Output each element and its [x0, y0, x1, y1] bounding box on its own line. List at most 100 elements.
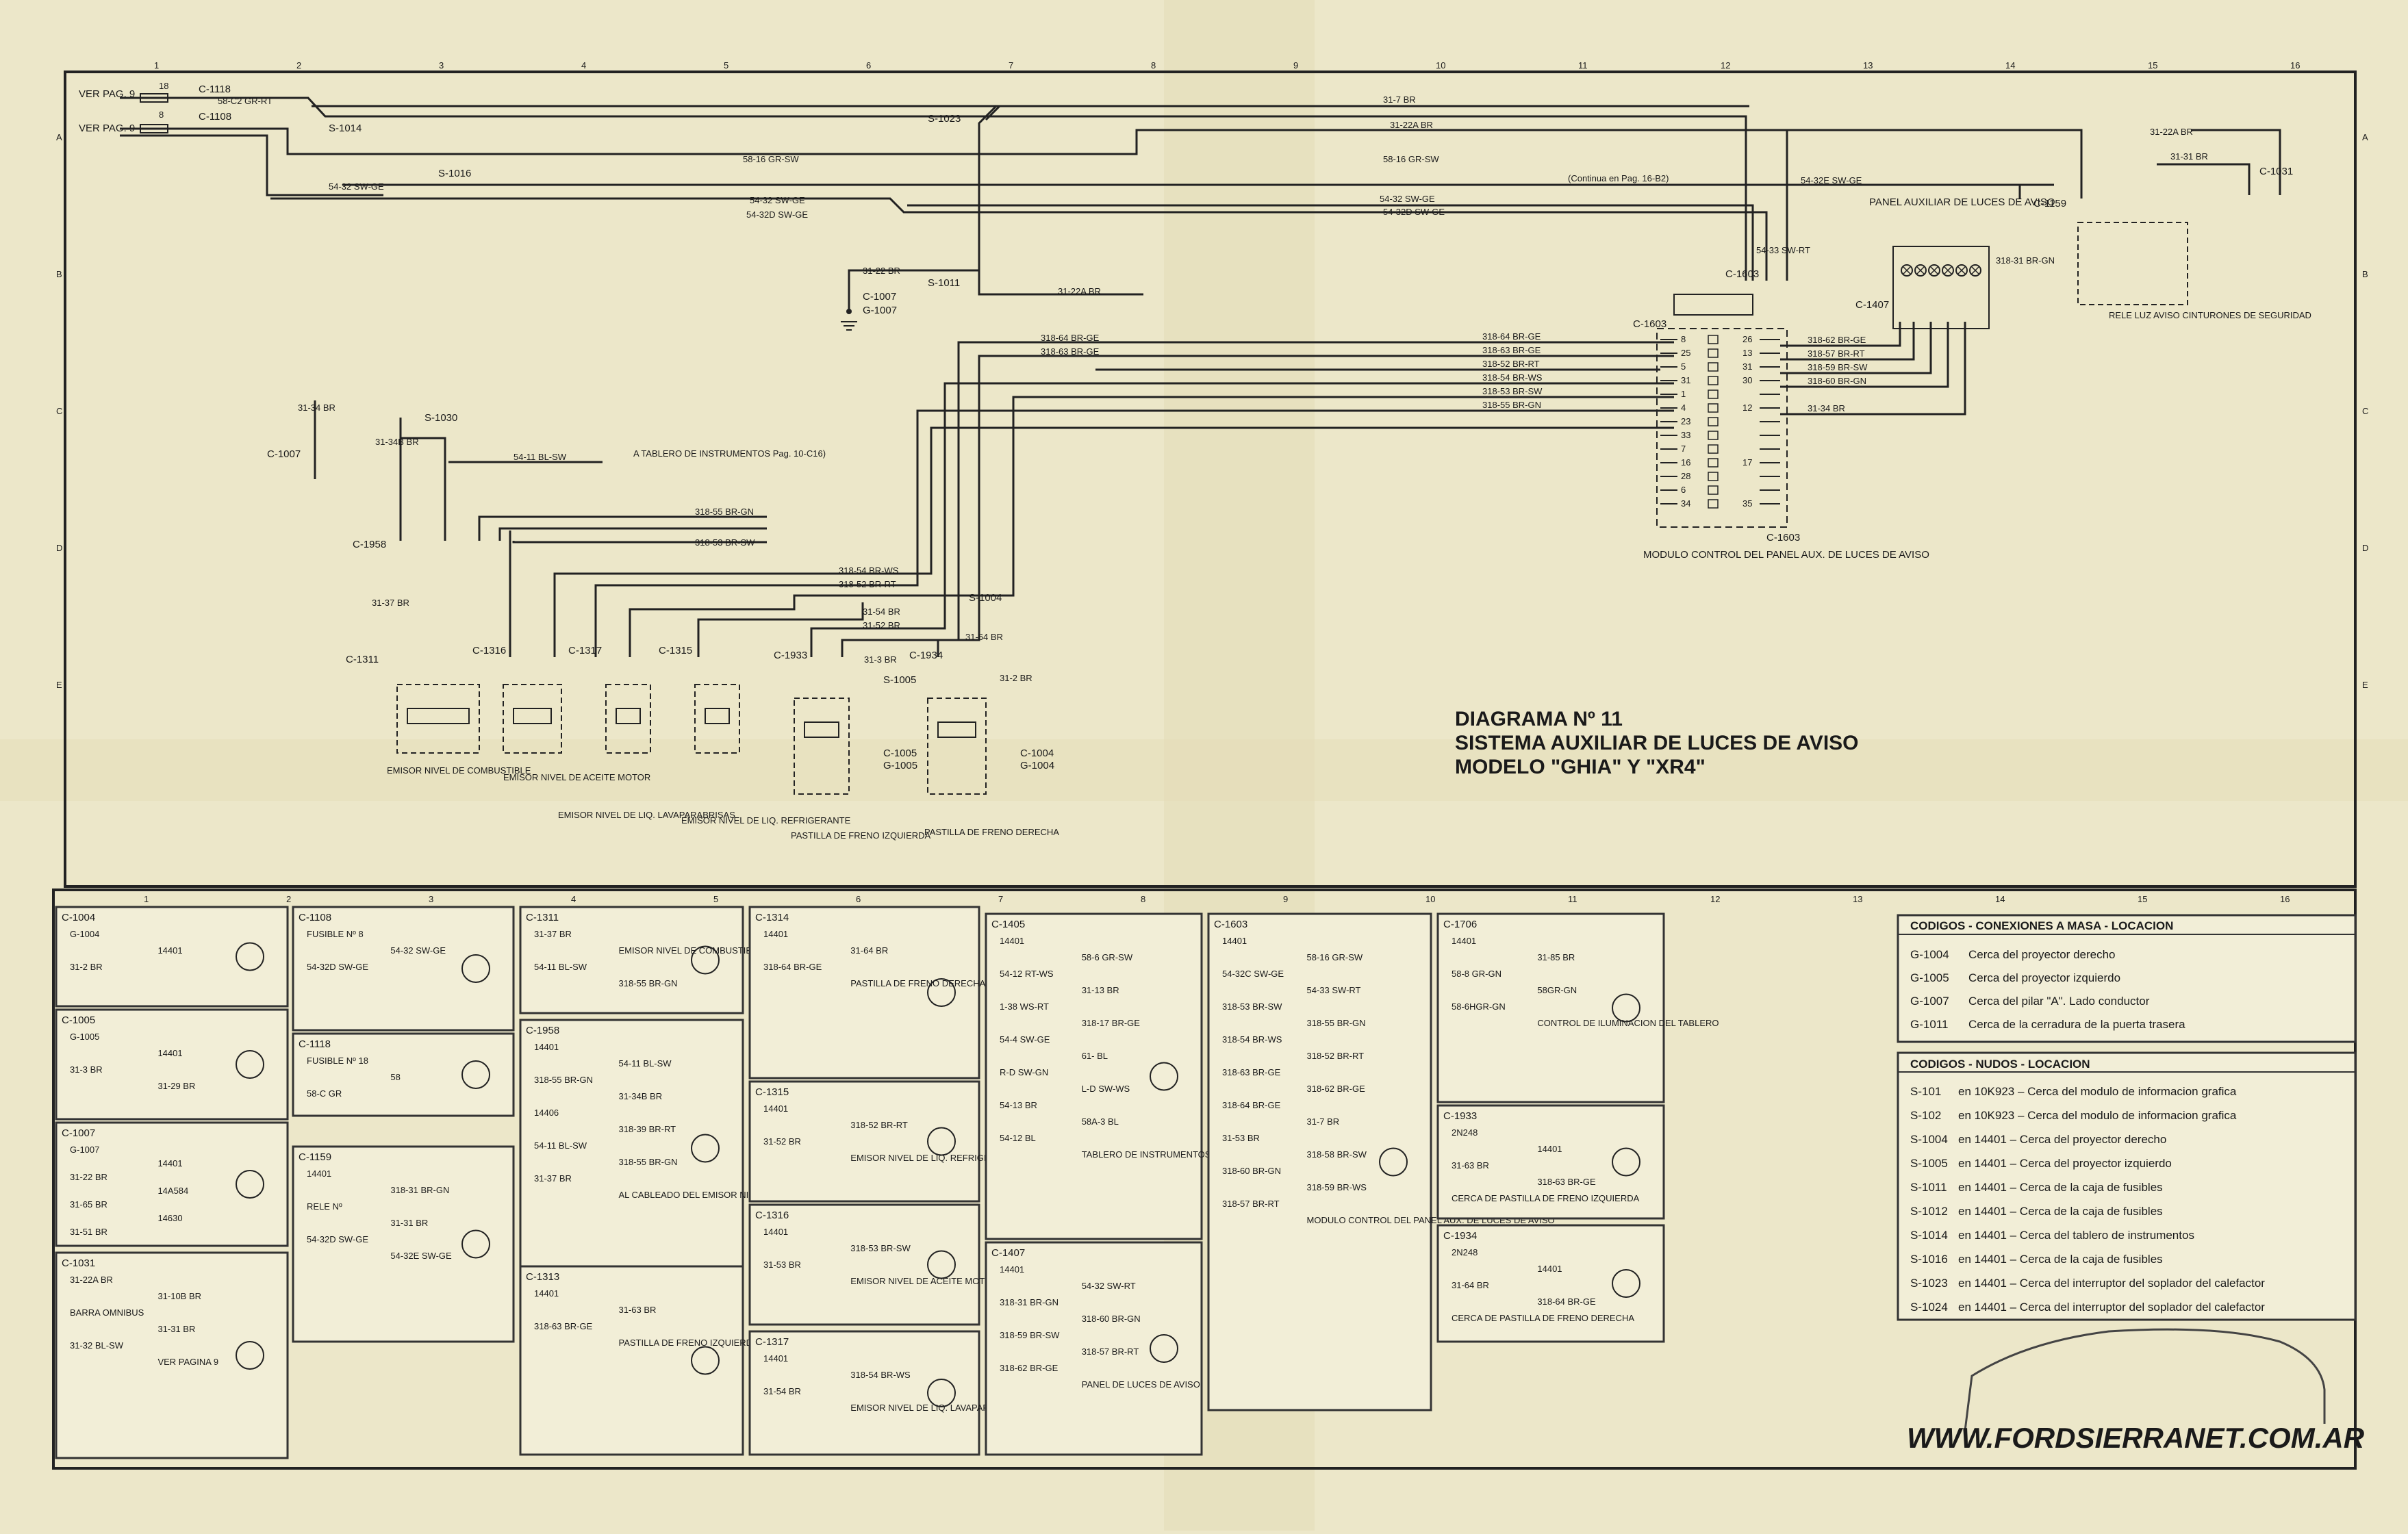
row-right-A: A: [2362, 132, 2368, 142]
panel-line: 2N248: [1452, 1247, 1478, 1257]
fuse-8-label: 8: [159, 110, 164, 120]
panel-line: 318-55 BR-GN: [619, 978, 678, 988]
grid-col-2: 2: [296, 60, 301, 71]
panel-line: 31-22A BR: [70, 1275, 113, 1285]
grid-col-bottom-4: 4: [571, 894, 576, 904]
ver-pag-2: VER PAG. 9: [79, 123, 135, 134]
wire-318-64: 318-64 BR-GE: [1041, 333, 1100, 343]
nudo-code: S-1012: [1910, 1205, 1948, 1218]
panel-line: 54-32D SW-GE: [307, 1234, 368, 1244]
nudo-desc: en 14401 – Cerca del proyector derecho: [1958, 1133, 2166, 1146]
wire-31-34b: 31-34B BR: [375, 437, 419, 447]
comp-lavaparabrisas: EMISOR NIVEL DE LIQ. LAVAPARABRISAS: [558, 810, 735, 820]
panel-line: 31-34B BR: [619, 1091, 663, 1101]
panel-line: 318-54 BR-WS: [850, 1370, 911, 1380]
wire-31-22a: 31-22A BR: [1390, 120, 1433, 130]
wire-54-11: 54-11 BL-SW: [514, 452, 567, 462]
masa-desc: Cerca del proyector derecho: [1968, 948, 2116, 961]
row-A: A: [56, 132, 62, 142]
panel-wire-label: 31-34 BR: [1808, 403, 1845, 413]
wire-31-22a-b: 31-22A BR: [1058, 286, 1101, 296]
panel-id: C-1315: [755, 1086, 789, 1098]
module-pin-left: 33: [1681, 430, 1690, 440]
panel-line: 31-2 BR: [70, 962, 103, 972]
conn-c1407-top: C-1407: [1855, 299, 1889, 311]
grid-col-6: 6: [866, 60, 871, 71]
panel-line: 318-57 BR-RT: [1222, 1199, 1280, 1209]
panel-line: 14406: [534, 1108, 559, 1118]
conn-c1031-top: C-1031: [2259, 166, 2293, 177]
masa-desc: Cerca del pilar "A". Lado conductor: [1968, 995, 2150, 1008]
schematic-top: VER PAG. 9 VER PAG. 9 18 8 C-1118 C-1108…: [79, 81, 2311, 841]
diagram-title-2: SISTEMA AUXILIAR DE LUCES DE AVISO: [1455, 732, 1859, 754]
row-right-B: B: [2362, 269, 2368, 279]
panel-line: FUSIBLE Nº 8: [307, 929, 364, 939]
panel-line: 31-31 BR: [157, 1324, 195, 1334]
panel-line: 31-85 BR: [1537, 952, 1575, 962]
conn-c1316: C-1316: [472, 645, 506, 656]
panel-id: C-1118: [299, 1038, 331, 1050]
masa-code: G-1005: [1910, 971, 1949, 984]
panel-line: 318-64 BR-GE: [1537, 1296, 1596, 1307]
nudo-desc: en 14401 – Cerca del proyector izquierdo: [1958, 1157, 2172, 1170]
rele-label: RELE LUZ AVISO CINTURONES DE SEGURIDAD: [2109, 310, 2311, 320]
panel-line: 14401: [763, 929, 788, 939]
panel-line: 318-39 BR-RT: [619, 1124, 676, 1134]
panel-id: C-1108: [299, 912, 331, 923]
panel-line: 318-63 BR-GE: [534, 1321, 593, 1331]
tablero-note: A TABLERO DE INSTRUMENTOS Pag. 10-C16): [633, 448, 826, 459]
nudo-desc: en 14401 – Cerca de la caja de fusibles: [1958, 1181, 2163, 1194]
module-pin-right: 26: [1742, 334, 1752, 344]
panel-line: 58A-3 BL: [1082, 1116, 1119, 1127]
panel-line: 31-63 BR: [619, 1305, 657, 1315]
panel-line: BARRA OMNIBUS: [70, 1307, 144, 1318]
nudo-desc: en 14401 – Cerca de la caja de fusibles: [1958, 1205, 2163, 1218]
splice-s1011: S-1011: [928, 277, 960, 289]
connector-icon: [236, 1050, 264, 1079]
masa-title: CODIGOS - CONEXIONES A MASA - LOCACION: [1910, 919, 2173, 932]
panel-line: G-1005: [70, 1032, 99, 1042]
panel-line: CONTROL DE ILUMINACION DEL TABLERO: [1537, 1018, 1719, 1028]
connector-icon: [461, 954, 490, 983]
grid-col-bottom-7: 7: [998, 894, 1003, 904]
comp-freno-der: PASTILLA DE FRENO DERECHA: [924, 827, 1059, 837]
panel-id: C-1314: [755, 912, 789, 923]
ground-g1007: G-1007: [863, 305, 897, 316]
splice-s1005: S-1005: [883, 674, 916, 686]
modulo-connector-top: [1673, 294, 1753, 316]
row-right-D: D: [2362, 543, 2368, 553]
panel-line: 318-55 BR-GN: [619, 1157, 678, 1167]
conn-c1603-bottom: C-1603: [1766, 532, 1800, 544]
panel-line: 318-62 BR-GE: [1000, 1363, 1059, 1373]
panel-line: 14401: [763, 1353, 788, 1364]
wire-31-3: 31-3 BR: [864, 654, 897, 665]
panel-line: 318-59 BR-SW: [1000, 1330, 1060, 1340]
row-C: C: [56, 406, 62, 416]
panel-line: 58-8 GR-GN: [1452, 969, 1501, 979]
masa-code: G-1004: [1910, 948, 1949, 961]
panel-line: 14401: [1537, 1144, 1562, 1154]
module-pin-right: 12: [1742, 402, 1752, 413]
panel-line: 318-64 BR-GE: [1222, 1100, 1281, 1110]
modulo-label: MODULO CONTROL DEL PANEL AUX. DE LUCES D…: [1643, 549, 1929, 561]
panel-line: 54-32D SW-GE: [307, 962, 368, 972]
connector-icon: [927, 978, 956, 1007]
nudo-code: S-1005: [1910, 1157, 1948, 1170]
nudo-desc: en 14401 – Cerca del tablero de instrume…: [1958, 1229, 2194, 1242]
panel-line: 31-52 BR: [763, 1136, 801, 1147]
masa-desc: Cerca del proyector izquierdo: [1968, 971, 2120, 984]
splice-s1023: S-1023: [928, 113, 961, 125]
panel-wire-label: 318-59 BR-SW: [1808, 362, 1868, 372]
panel-line: 318-59 BR-WS: [1307, 1182, 1367, 1192]
panel-line: EMISOR NIVEL DE LIQ. REFRIGERANTE: [850, 1153, 1020, 1163]
ground-g1005: G-1005: [883, 760, 917, 771]
panel-line: 318-52 BR-RT: [850, 1120, 908, 1130]
